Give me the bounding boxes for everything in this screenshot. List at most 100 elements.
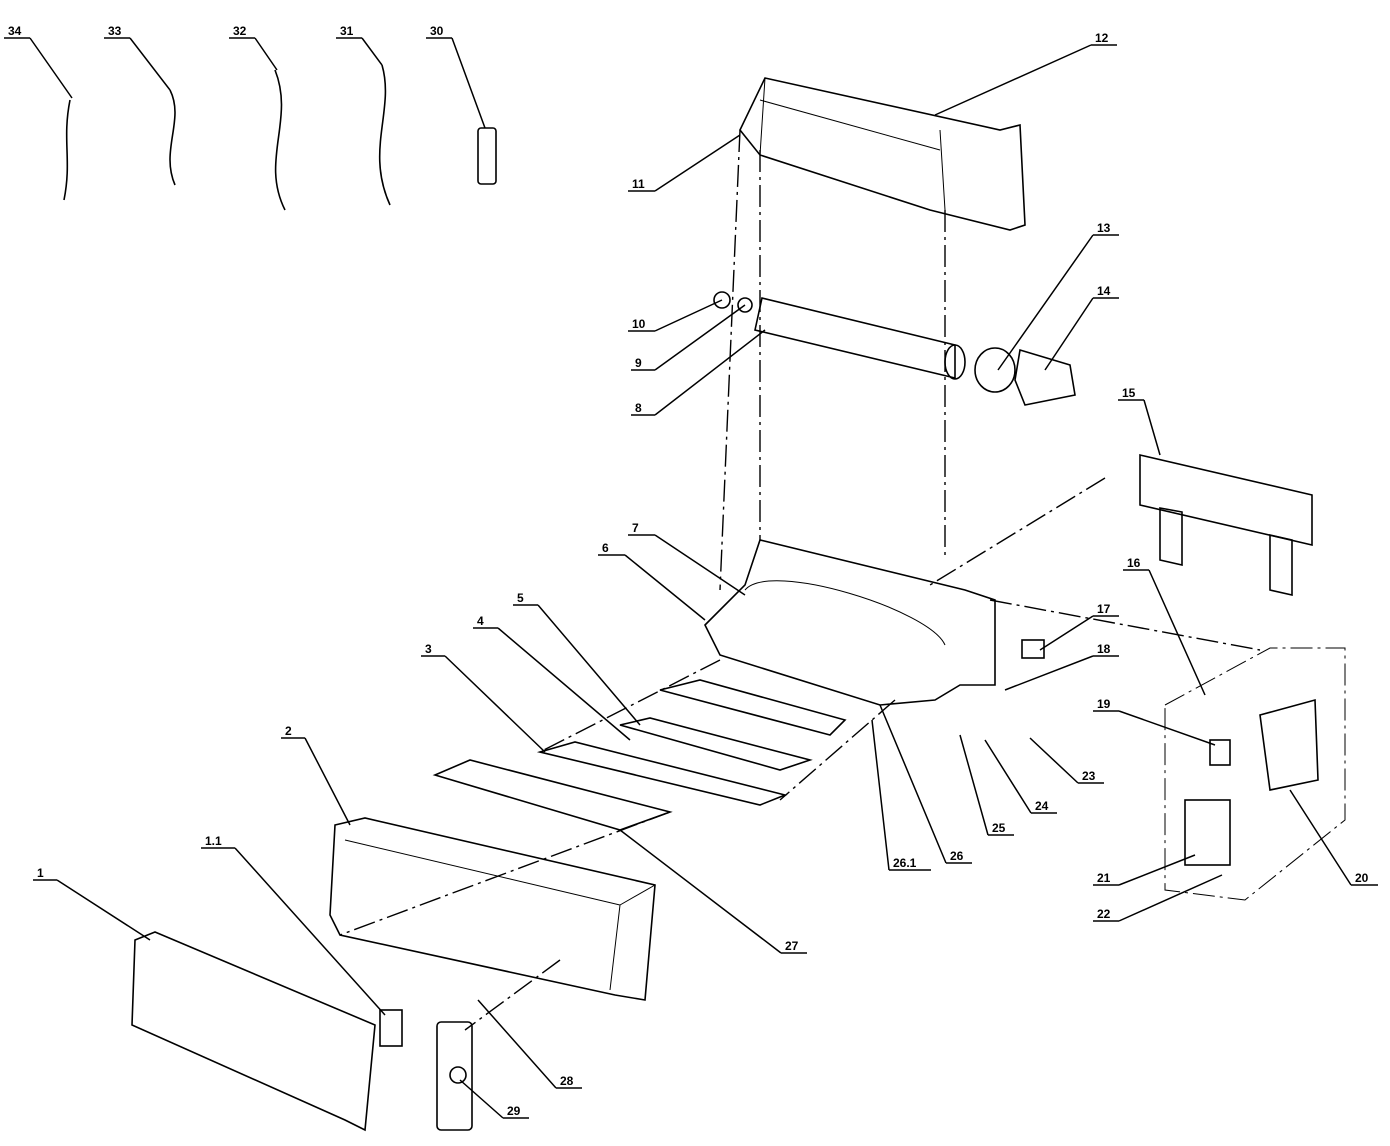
part-number-label: 31 bbox=[340, 24, 354, 38]
wall-plate-legs bbox=[1159, 507, 1293, 597]
leader-line bbox=[879, 704, 972, 864]
part-number-label: 28 bbox=[560, 1074, 574, 1088]
leader-line bbox=[421, 655, 546, 753]
part-callout-26: 26 bbox=[879, 704, 972, 864]
part-callout-26-1: 26.1 bbox=[871, 719, 931, 871]
part-callout-29: 29 bbox=[459, 1079, 529, 1119]
part-number-label: 3 bbox=[425, 642, 432, 656]
leader-line bbox=[336, 37, 383, 66]
part-number-label: 34 bbox=[8, 24, 22, 38]
part-number-label: 2 bbox=[285, 724, 292, 738]
part-number-label: 25 bbox=[992, 821, 1006, 835]
part-19 bbox=[1209, 739, 1231, 766]
part-number-label: 26 bbox=[950, 849, 964, 863]
part-callout-11: 11 bbox=[628, 134, 741, 192]
leader-line bbox=[229, 37, 278, 71]
leader-line bbox=[459, 1079, 529, 1119]
part-number-label: 8 bbox=[635, 401, 642, 415]
part-number-label: 21 bbox=[1097, 871, 1111, 885]
part-number-label: 17 bbox=[1097, 602, 1111, 616]
part-callout-5: 5 bbox=[513, 591, 641, 726]
part-number-label: 27 bbox=[785, 939, 799, 953]
part-callout-14: 14 bbox=[1044, 284, 1119, 371]
wire-33 bbox=[169, 89, 176, 186]
part-callout-31: 31 bbox=[336, 24, 383, 66]
leader-line bbox=[934, 44, 1117, 116]
leader-line bbox=[871, 719, 931, 871]
leader-line bbox=[1093, 854, 1196, 886]
chassis-detail bbox=[744, 580, 946, 646]
front-frame-detail bbox=[344, 839, 656, 991]
part-number-label: 6 bbox=[602, 541, 609, 555]
part-number-label: 12 bbox=[1095, 31, 1109, 45]
leader-line bbox=[1123, 569, 1206, 696]
leader-line bbox=[997, 234, 1119, 371]
leader-line bbox=[1039, 615, 1119, 651]
assembly-lines bbox=[339, 129, 1261, 1031]
remote-29 bbox=[436, 1021, 473, 1131]
part-number-label: 23 bbox=[1082, 769, 1096, 783]
leader-line bbox=[1093, 874, 1223, 922]
part-number-label: 4 bbox=[477, 614, 484, 628]
part-number-label: 33 bbox=[108, 24, 122, 38]
leader-line bbox=[33, 879, 151, 941]
part-callout-22: 22 bbox=[1093, 874, 1223, 922]
wall-plate bbox=[1139, 453, 1313, 547]
electric-box-20 bbox=[1259, 698, 1319, 791]
part-callout-15: 15 bbox=[1118, 386, 1161, 456]
part-callout-3: 3 bbox=[421, 642, 546, 753]
leader-line bbox=[628, 299, 723, 332]
part-callout-23: 23 bbox=[1029, 737, 1104, 784]
leader-line bbox=[959, 734, 1014, 836]
part-callout-9: 9 bbox=[631, 304, 746, 371]
part-callout-6: 6 bbox=[598, 541, 706, 621]
louver-5 bbox=[659, 679, 847, 736]
remote-30 bbox=[477, 127, 497, 185]
leader-line bbox=[598, 554, 706, 621]
part-callout-10: 10 bbox=[628, 299, 723, 332]
leader-line bbox=[426, 37, 486, 129]
part-callout-32: 32 bbox=[229, 24, 278, 71]
leader-line bbox=[619, 829, 807, 954]
leader-line bbox=[1004, 655, 1119, 691]
part-callout-16: 16 bbox=[1123, 556, 1206, 696]
part-callout-12: 12 bbox=[934, 31, 1117, 116]
part-number-label: 15 bbox=[1122, 386, 1136, 400]
part-number-label: 11 bbox=[632, 177, 645, 191]
part-callout-34: 34 bbox=[4, 24, 73, 99]
part-callout-27: 27 bbox=[619, 829, 807, 954]
display-1-1 bbox=[379, 1009, 403, 1047]
leader-line bbox=[628, 534, 746, 596]
part-number-label: 24 bbox=[1035, 799, 1049, 813]
part-number-label: 13 bbox=[1097, 221, 1111, 235]
part-callout-4: 4 bbox=[473, 614, 631, 741]
leader-line bbox=[477, 999, 582, 1089]
part-number-label: 19 bbox=[1097, 697, 1111, 711]
part-number-label: 14 bbox=[1097, 284, 1111, 298]
part-callout-1-1: 1.1 bbox=[201, 834, 386, 1016]
part-number-label: 1 bbox=[37, 866, 44, 880]
part-number-label: 18 bbox=[1097, 642, 1111, 656]
leader-line bbox=[1289, 789, 1378, 886]
pcb-21 bbox=[1184, 799, 1231, 866]
part-callout-30: 30 bbox=[426, 24, 486, 129]
front-frame bbox=[329, 817, 656, 1001]
part-callout-17: 17 bbox=[1039, 602, 1119, 651]
part-number-label: 5 bbox=[517, 591, 524, 605]
part-callout-24: 24 bbox=[984, 739, 1057, 814]
bearing-holder-10 bbox=[713, 291, 731, 309]
part-number-label: 29 bbox=[507, 1104, 521, 1118]
leader-line bbox=[104, 37, 171, 91]
wire-34 bbox=[63, 99, 71, 201]
part-number-label: 1.1 bbox=[205, 834, 222, 848]
part-callout-19: 19 bbox=[1093, 697, 1216, 746]
part-callout-8: 8 bbox=[631, 329, 766, 416]
louver-3 bbox=[536, 741, 788, 806]
remote-button bbox=[449, 1066, 467, 1084]
part-number-label: 9 bbox=[635, 356, 642, 370]
part-callout-7: 7 bbox=[628, 521, 746, 596]
part-callout-1: 1 bbox=[33, 866, 151, 941]
top-cover-detail bbox=[759, 77, 946, 211]
leader-line bbox=[1093, 710, 1216, 746]
